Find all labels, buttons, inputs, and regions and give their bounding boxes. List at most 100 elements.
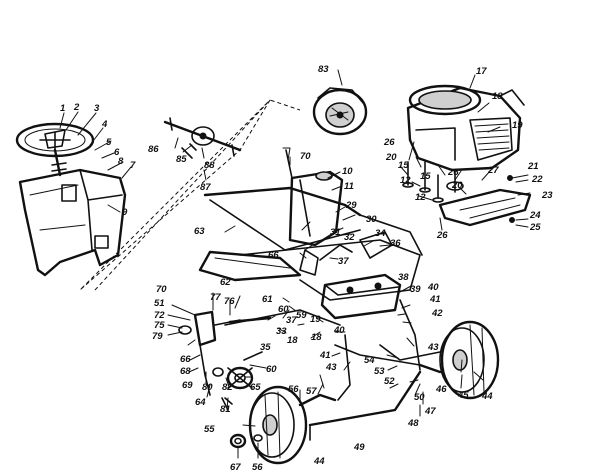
- callout-19a: 19: [512, 120, 523, 131]
- steering-shaft-assembly: [163, 117, 242, 159]
- callout-6: 6: [114, 147, 120, 158]
- callout-26c: 26: [436, 230, 448, 241]
- callout-56a: 56: [288, 384, 299, 395]
- dash-console: [18, 168, 127, 277]
- callout-39: 39: [410, 284, 421, 295]
- callout-9: 9: [122, 207, 128, 218]
- callout-76: 76: [224, 296, 235, 307]
- engine: [406, 84, 525, 172]
- callout-42: 42: [431, 308, 443, 319]
- callout-44a: 44: [313, 456, 325, 467]
- callout-37b: 37: [286, 315, 297, 326]
- callout-59: 59: [296, 310, 307, 321]
- steering-wheel: [15, 122, 95, 177]
- callout-88: 88: [204, 160, 215, 171]
- callout-35: 35: [260, 342, 271, 353]
- callout-2: 2: [73, 102, 80, 113]
- callout-15a: 15: [398, 160, 409, 171]
- callout-1: 1: [60, 103, 65, 114]
- callout-66b: 66: [180, 354, 191, 365]
- callout-87: 87: [200, 182, 211, 193]
- callout-85: 85: [176, 154, 187, 165]
- callout-81: 81: [220, 404, 231, 415]
- callout-22: 22: [531, 174, 543, 185]
- callout-79: 79: [152, 331, 163, 342]
- callout-52: 52: [384, 376, 395, 387]
- callout-5: 5: [106, 137, 112, 148]
- rear-linkage: [334, 299, 442, 401]
- left-pedal-assembly: [178, 310, 241, 396]
- callout-46: 46: [435, 384, 447, 395]
- callout-41b: 41: [319, 350, 331, 361]
- callout-70b: 70: [156, 284, 167, 295]
- callout-12a: 12: [400, 175, 411, 186]
- callout-61: 61: [262, 294, 273, 305]
- main-frame: [198, 186, 423, 301]
- callout-41a: 41: [429, 294, 441, 305]
- callout-26b: 26: [447, 167, 459, 178]
- callout-66a: 66: [268, 250, 279, 261]
- callout-15b: 15: [420, 171, 431, 182]
- callout-30: 30: [366, 214, 377, 225]
- callout-25: 25: [529, 222, 541, 233]
- callout-36: 36: [390, 238, 401, 249]
- callout-11: 11: [344, 181, 354, 192]
- callout-64: 64: [195, 397, 206, 408]
- callout-65: 65: [250, 382, 261, 393]
- callout-18a: 18: [492, 91, 503, 102]
- callout-19b: 19: [310, 314, 321, 325]
- callout-60b: 60: [266, 364, 277, 375]
- callout-69: 69: [182, 380, 193, 391]
- callout-75: 75: [154, 320, 165, 331]
- callout-20b: 20: [451, 180, 463, 191]
- callout-63: 63: [194, 226, 205, 237]
- engine-plate: [438, 175, 532, 227]
- callout-23: 23: [541, 190, 553, 201]
- callout-80: 80: [202, 382, 213, 393]
- drag-link: [308, 370, 422, 441]
- callout-3: 3: [94, 103, 100, 114]
- callout-21: 21: [527, 161, 539, 172]
- leader-lines: [59, 69, 531, 459]
- callout-62: 62: [220, 277, 231, 288]
- callout-51: 51: [154, 298, 165, 309]
- callout-27: 27: [487, 165, 499, 176]
- callout-60a: 60: [278, 304, 289, 315]
- front-wheel: [248, 385, 337, 465]
- callout-40b: 40: [333, 325, 345, 336]
- callout-53: 53: [374, 366, 385, 377]
- callout-24: 24: [529, 210, 541, 221]
- callout-31: 31: [330, 227, 341, 238]
- callout-20a: 20: [385, 152, 397, 163]
- callout-37a: 37: [338, 256, 349, 267]
- callout-4: 4: [101, 119, 108, 130]
- callout-86: 86: [148, 144, 159, 155]
- callout-29: 29: [345, 200, 357, 211]
- callout-57: 57: [306, 386, 317, 397]
- callout-44b: 44: [481, 391, 493, 402]
- callout-8: 8: [118, 156, 124, 167]
- callout-77: 77: [210, 292, 221, 303]
- callout-10: 10: [342, 166, 353, 177]
- callout-26a: 26: [383, 137, 395, 148]
- callout-40a: 40: [427, 282, 439, 293]
- callout-48: 48: [407, 418, 419, 429]
- callout-68: 68: [180, 366, 191, 377]
- callout-83: 83: [318, 64, 329, 75]
- callout-34: 34: [375, 228, 386, 239]
- callout-labels: 1 2 3 4 5 6 7 8 9 10 11 12 12 15 15 17 1…: [60, 64, 553, 473]
- rear-wheel: [439, 320, 500, 400]
- callout-49: 49: [353, 442, 365, 453]
- exploded-view-boundary: [79, 99, 301, 291]
- callout-43a: 43: [325, 362, 337, 373]
- engine-mount-hardware: [402, 161, 464, 203]
- callout-43b: 43: [427, 342, 439, 353]
- callout-47: 47: [424, 406, 436, 417]
- callout-45: 45: [457, 390, 469, 401]
- callout-32: 32: [344, 232, 355, 243]
- callout-56b: 56: [252, 462, 263, 473]
- starter-motor: [312, 87, 368, 136]
- callout-70a: 70: [300, 151, 311, 162]
- callout-54: 54: [364, 355, 375, 366]
